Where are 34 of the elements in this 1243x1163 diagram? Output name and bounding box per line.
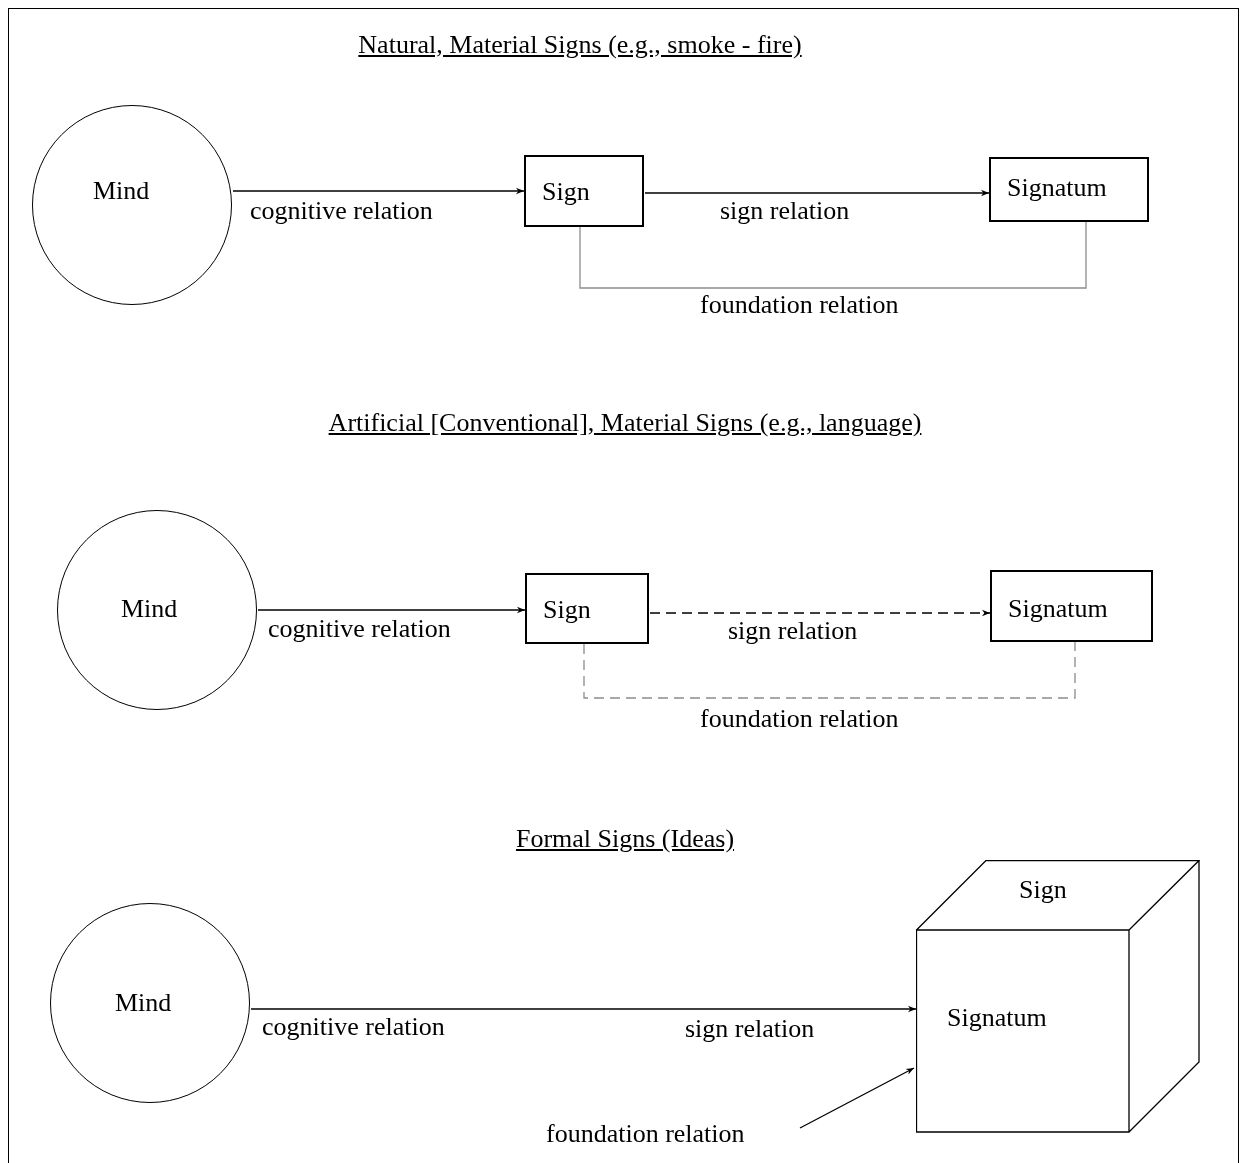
edge-label: cognitive relation	[262, 1012, 445, 1042]
bracket-connector	[579, 221, 1087, 289]
node-label: Mind	[115, 988, 172, 1018]
node-label: Sign	[1019, 875, 1067, 905]
section-heading: Artificial [Conventional], Material Signs (e.g., language)	[328, 408, 922, 438]
section-heading: Formal Signs (Ideas)	[515, 824, 735, 854]
arrow	[232, 187, 525, 195]
edge-label: cognitive relation	[250, 196, 433, 226]
process-box	[525, 573, 649, 644]
cube-shape	[916, 860, 1200, 1133]
arrow	[649, 609, 991, 617]
process-box	[990, 570, 1153, 642]
process-box	[989, 157, 1149, 222]
edge-label: sign relation	[720, 196, 850, 226]
arrow	[799, 1067, 915, 1129]
arrow	[250, 1005, 917, 1013]
arrow	[257, 606, 526, 614]
node-label: Signatum	[947, 1003, 1047, 1033]
arrow	[644, 189, 990, 197]
node-label: Sign	[543, 595, 591, 625]
section-heading: Natural, Material Signs (e.g., smoke - fire)	[358, 30, 802, 60]
edge-label: sign relation	[728, 616, 858, 646]
process-box	[524, 155, 644, 227]
bracket-connector	[583, 641, 1076, 699]
edge-label: cognitive relation	[268, 614, 451, 644]
edge-label: foundation relation	[700, 290, 899, 320]
node-label: Sign	[542, 177, 590, 207]
node-label: Mind	[121, 594, 178, 624]
node-label: Signatum	[1007, 173, 1107, 203]
node-label: Signatum	[1008, 594, 1108, 624]
relation-label: sign relation	[685, 1014, 815, 1044]
edge-label: foundation relation	[700, 704, 899, 734]
annotation-text: foundation relation	[546, 1119, 745, 1149]
node-label: Mind	[93, 176, 150, 206]
